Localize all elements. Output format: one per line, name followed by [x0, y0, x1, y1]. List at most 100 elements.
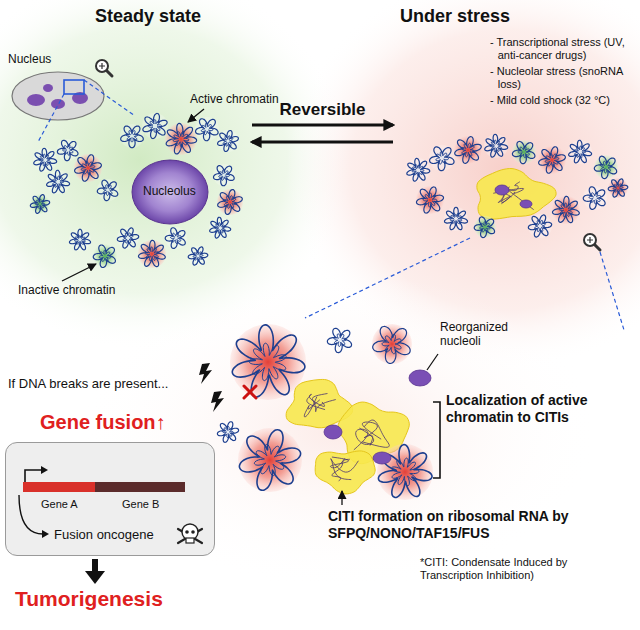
part-label: Nucleus	[8, 52, 51, 66]
skull-jaw	[186, 538, 194, 543]
mechanism-note: Localization of active chromatin to CITI…	[446, 392, 636, 426]
chromatin-fiber	[81, 161, 95, 175]
leader-line	[188, 109, 204, 122]
break-mark	[244, 386, 256, 398]
edge-label: Reversible	[280, 100, 366, 120]
chromatin-domain	[217, 130, 239, 152]
chromatin-fiber	[574, 146, 586, 158]
zoom-line	[305, 238, 470, 318]
chromatin-fiber	[47, 170, 70, 193]
chromatin-fiber	[166, 123, 196, 154]
zoom-box	[64, 80, 84, 94]
nucleolus-shape	[520, 200, 532, 208]
transcription-start	[25, 470, 42, 482]
chromatin-domain	[209, 217, 231, 239]
chromatin-domain	[165, 227, 187, 249]
leader-line	[341, 491, 342, 505]
chromatin-fiber	[423, 193, 437, 207]
skull-eye	[191, 530, 195, 534]
condensate	[315, 451, 375, 494]
nucleolus-shape	[132, 160, 208, 224]
chromatin-fiber	[223, 136, 234, 147]
dna-break-bolt	[199, 363, 212, 384]
nucleus-shape	[12, 72, 104, 120]
chromatin-fiber	[39, 154, 51, 166]
chromatin-fiber	[214, 166, 235, 186]
chromatin-fiber	[210, 217, 231, 238]
fusion-arrow-head	[42, 530, 49, 538]
chromatin-fiber	[103, 185, 114, 196]
rna-strand	[307, 394, 325, 409]
chromatin-domain	[57, 139, 79, 161]
chromatin-fiber	[534, 220, 545, 231]
chromatin-fiber	[552, 196, 579, 222]
chromatin-fiber	[97, 180, 117, 201]
dna-break-bolt	[211, 391, 224, 412]
chromatin-fiber	[143, 113, 167, 138]
gene-name: Gene A	[41, 498, 78, 511]
condensate	[477, 169, 556, 220]
chromatin-domain	[117, 227, 139, 249]
magnifier-lens	[584, 234, 596, 246]
chromatin-fiber	[75, 235, 86, 246]
chromatin-fiber	[407, 158, 430, 181]
part-label: Reorganized nucleoli	[440, 320, 540, 349]
chromatin-fiber	[117, 228, 138, 248]
chromatin-domain	[97, 179, 119, 201]
footnote: *CITI: Condensate Induced by Transcripti…	[420, 556, 632, 582]
rna-strand	[332, 459, 350, 481]
nucleolus-shape	[43, 84, 53, 92]
process-arrow-head	[85, 571, 105, 584]
chromatin-fiber	[171, 233, 182, 244]
zoom-line	[600, 252, 624, 330]
chromatin-fiber	[93, 245, 115, 268]
chromatin-fiber	[559, 203, 573, 217]
chromatin-fiber	[75, 155, 102, 181]
chromatin-fiber	[254, 444, 285, 475]
chromatin-domain	[512, 140, 536, 164]
chromatin-domain	[213, 164, 235, 186]
chromatin-fiber	[232, 325, 305, 397]
rna-strand	[505, 182, 534, 210]
bracket	[433, 402, 440, 478]
chromatin-fiber	[480, 222, 491, 233]
nucleolus-shape	[27, 94, 45, 106]
chromatin-fiber	[196, 119, 219, 141]
stress-item: - Transcriptional stress (UV, anti-cance…	[490, 36, 635, 62]
mechanism-note: CITI formation on ribosomal RNA by SFPQ/…	[328, 508, 633, 542]
chromatin-domain	[188, 246, 208, 266]
chromatin-domain	[429, 145, 455, 171]
rna-strand	[362, 420, 389, 447]
chromatin-fiber	[382, 334, 401, 354]
chromatin-domain	[238, 428, 302, 492]
chromatin-domain	[484, 134, 508, 158]
chromatin-domain	[454, 136, 482, 164]
rna-strand	[362, 422, 381, 446]
chromatin-fiber	[490, 140, 502, 152]
chromatin-domain	[30, 194, 50, 214]
chromatin-fiber	[461, 143, 475, 157]
fusion-arrow	[19, 495, 43, 534]
chromatin-fiber	[35, 199, 45, 209]
chromatin-domain	[528, 214, 552, 238]
chromatin-fiber	[57, 140, 78, 160]
reversible-arrow	[252, 124, 393, 127]
nucleolus-shape	[324, 425, 342, 439]
chromatin-fiber	[223, 427, 234, 438]
outcome-heading: Gene fusion↑	[40, 410, 166, 434]
chromatin-domain	[538, 146, 566, 174]
chromatin-domain	[444, 207, 468, 231]
leader-line	[62, 264, 96, 281]
nucleolus-shape	[495, 185, 509, 195]
gene-a-bar	[23, 482, 95, 492]
chromatin-fiber	[545, 153, 559, 167]
chromatin-fiber	[539, 147, 566, 173]
chromatin-fiber	[594, 156, 616, 178]
chromatin-domain	[474, 216, 496, 238]
chromatin-fiber	[518, 146, 529, 158]
chromatin-fiber	[600, 161, 612, 173]
part-label: Nucleolus	[143, 184, 196, 198]
fusion-label: Fusion oncogene	[54, 527, 154, 543]
chromatin-fiber	[201, 123, 213, 135]
